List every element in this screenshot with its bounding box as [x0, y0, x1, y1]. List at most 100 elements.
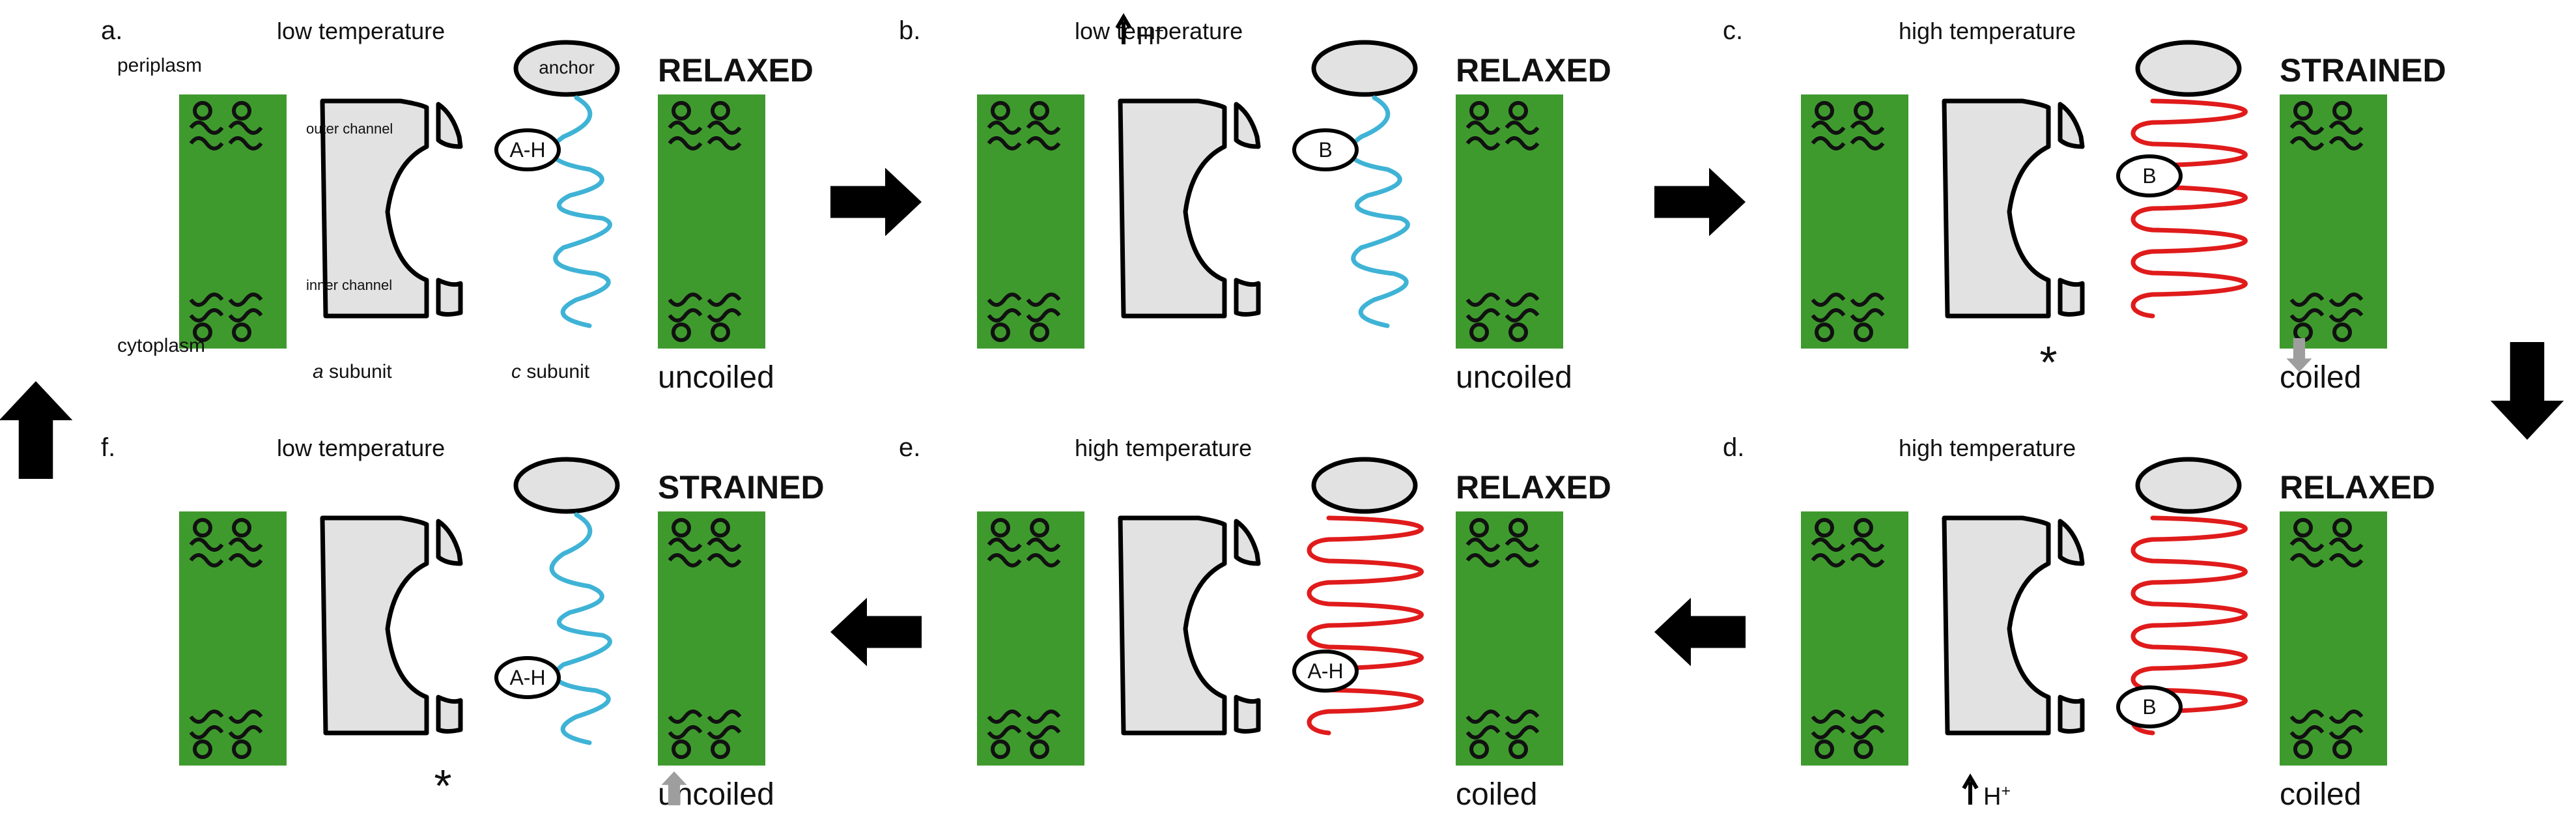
lipid-tail	[987, 293, 1022, 307]
periplasm-label: periplasm	[117, 55, 202, 76]
lipid-tail	[668, 308, 703, 323]
lipid-tail	[2328, 308, 2364, 323]
lipid-head	[1815, 101, 1834, 121]
lipid-head	[232, 323, 251, 342]
inner-channel-lip	[1234, 278, 1261, 317]
a-subunit-label-part: subunit	[324, 361, 393, 382]
membrane-lower-leaflet	[189, 710, 263, 759]
lipid-tail	[1850, 710, 1885, 724]
lipid-tail	[2289, 121, 2325, 135]
lipid-tail	[987, 710, 1022, 724]
lipid-tail	[1505, 725, 1540, 739]
lipid-tail	[707, 725, 742, 739]
lipid-tail	[1850, 308, 1885, 323]
membrane	[977, 511, 1084, 766]
site-ellipse	[1292, 650, 1359, 693]
lipid-tail	[668, 553, 703, 567]
lipid-head	[711, 101, 730, 121]
lipid-head	[1854, 101, 1873, 121]
binding-site-label: A-H	[509, 666, 545, 689]
membrane	[1801, 94, 1908, 349]
anchor-ellipse	[2135, 457, 2242, 514]
lipid-tail	[189, 553, 224, 567]
lipid-tail	[2289, 293, 2325, 307]
lipid-head	[1030, 323, 1049, 342]
membrane	[2280, 94, 2387, 349]
lipid-tail	[228, 293, 263, 307]
membrane	[1801, 511, 1908, 766]
membrane-lower-leaflet	[668, 293, 742, 342]
lipid-tail	[1465, 553, 1501, 567]
proton-up-arrow-icon-head	[1115, 13, 1132, 29]
cytoplasm-label: cytoplasm	[117, 335, 205, 356]
lipid-head	[1508, 101, 1528, 121]
lipid-tail	[987, 308, 1022, 323]
state-label: STRAINED	[2280, 52, 2446, 89]
lipid-tail	[1026, 293, 1061, 307]
lipid-tail	[1465, 136, 1501, 151]
site-ellipse	[1292, 128, 1359, 171]
lipid-tail	[1850, 725, 1885, 739]
site-ellipse	[494, 128, 561, 171]
lipid-tail	[1026, 710, 1061, 724]
lipid-tail	[1850, 136, 1885, 151]
lipid-tail	[1811, 710, 1846, 724]
up-arrow-icon	[0, 381, 73, 479]
lipid-tail	[1811, 553, 1846, 567]
left-arrow-icon	[830, 597, 922, 667]
anchor-ellipse	[2135, 40, 2242, 97]
lipid-head	[1815, 518, 1834, 538]
membrane-lower-leaflet	[189, 293, 263, 342]
c-subunit-label-part: c	[511, 361, 521, 382]
coil-state-label: uncoiled	[658, 360, 774, 395]
panel-letter: b.	[899, 16, 920, 45]
c-subunit-uncoiled	[1347, 95, 1410, 328]
lipid-tail	[2328, 538, 2364, 552]
lipid-tail	[2289, 553, 2325, 567]
proton-label: H+	[1983, 782, 2011, 811]
lipid-tail	[1850, 293, 1885, 307]
lipid-tail	[707, 136, 742, 151]
c-subunit-uncoiled	[549, 95, 612, 328]
proton-label-part: +	[2001, 782, 2010, 800]
membrane	[658, 94, 765, 349]
lipid-head	[672, 101, 691, 121]
binding-site-label: B	[2142, 164, 2156, 188]
lipid-tail	[1850, 538, 1885, 552]
lipid-tail	[1505, 293, 1540, 307]
lipid-head	[1815, 739, 1834, 759]
down-arrow-icon	[2490, 342, 2564, 440]
membrane	[1456, 94, 1563, 349]
a-subunit	[1118, 515, 1227, 736]
lipid-head	[711, 518, 730, 538]
lipid-tail	[2328, 136, 2364, 151]
binding-site-label: B	[1318, 138, 1332, 162]
site-ellipse	[494, 656, 561, 699]
a-subunit-label: a subunit	[313, 361, 392, 382]
lipid-head	[1469, 323, 1489, 342]
membrane-lower-leaflet	[2289, 293, 2364, 342]
coil-state-label: uncoiled	[1456, 360, 1572, 395]
lipid-tail	[189, 121, 224, 135]
lipid-tail	[228, 308, 263, 323]
lipid-tail	[1026, 136, 1061, 151]
lipid-tail	[1465, 710, 1501, 724]
membrane-lower-leaflet	[987, 710, 1061, 759]
lipid-tail	[1026, 121, 1061, 135]
anchor-label: anchor	[539, 57, 595, 78]
state-label: RELAXED	[658, 52, 814, 89]
proton-label-part: H	[1983, 783, 2001, 810]
lipid-tail	[1811, 725, 1846, 739]
lipid-tail	[987, 725, 1022, 739]
lipid-head	[1508, 323, 1528, 342]
state-label: RELAXED	[1456, 52, 1611, 89]
lipid-tail	[2289, 308, 2325, 323]
anchor-ellipse	[1311, 457, 1418, 514]
site-ellipse	[2116, 154, 2183, 197]
lipid-tail	[1850, 121, 1885, 135]
lipid-head	[232, 101, 251, 121]
